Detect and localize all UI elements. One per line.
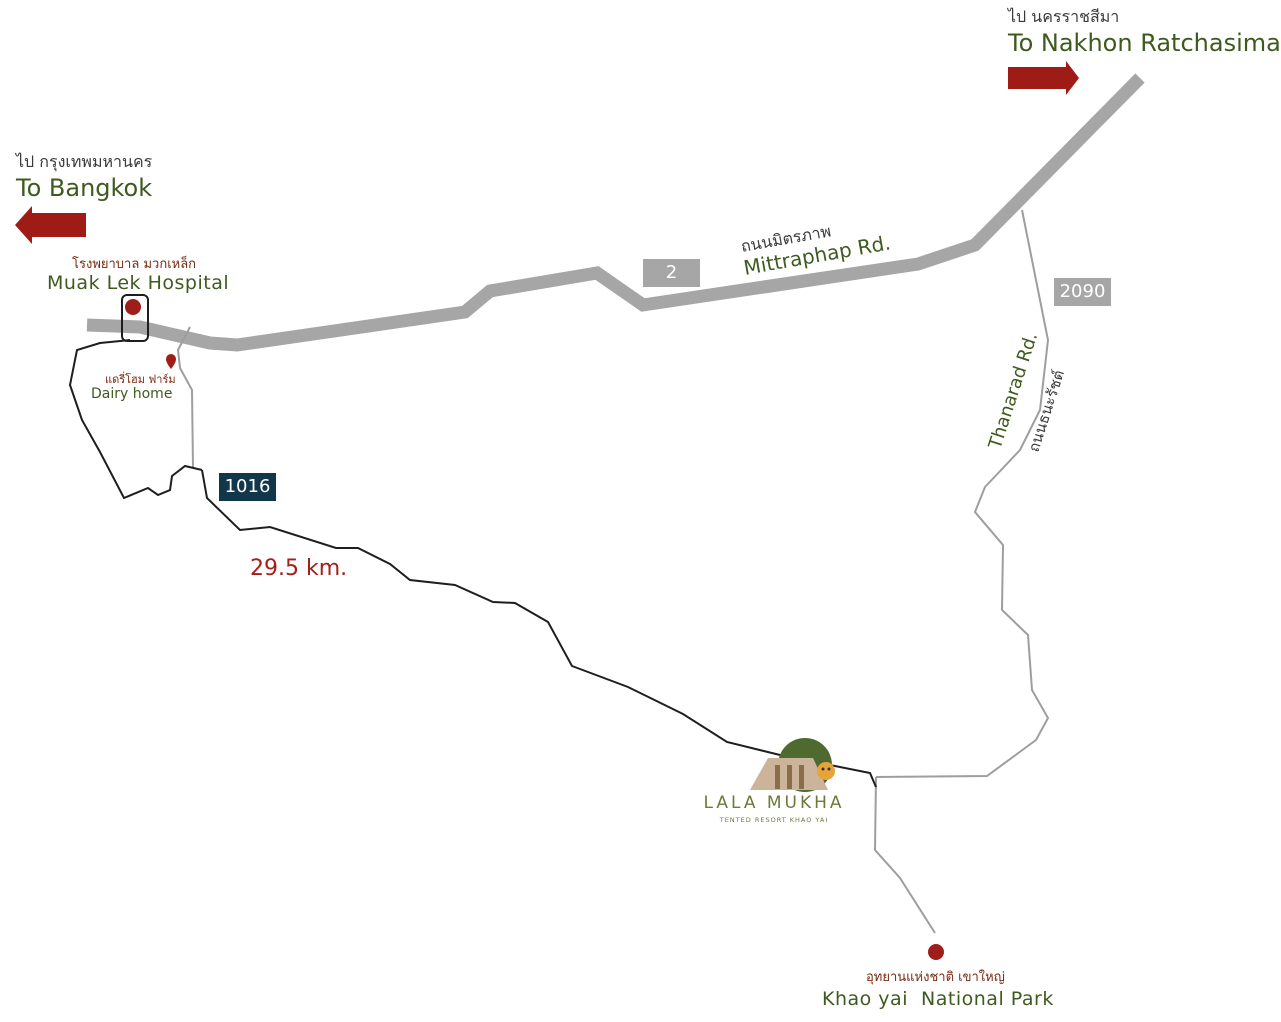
dairy-english-label: Dairy home — [91, 386, 173, 402]
dairy-pin — [166, 354, 176, 369]
route-2-badge: 2 — [643, 259, 700, 287]
hospital-marker — [125, 299, 141, 315]
route-1016-loop — [68, 339, 203, 500]
arrow-to-nakhon — [1008, 61, 1079, 95]
road-to-national-park — [873, 776, 936, 934]
road-dairy-connector — [176, 326, 194, 469]
resort-logo: LALA MUKHA TENTED RESORT KHAO YAI — [703, 738, 844, 824]
route-2090-badge: 2090 — [1054, 278, 1111, 306]
highway-mittraphap — [86, 73, 1145, 352]
park-english-label: Khao yai National Park — [822, 988, 1054, 1010]
tiger-eye-icon-2 — [827, 767, 831, 771]
tiger-icon — [817, 762, 835, 780]
route-1016-line — [201, 469, 877, 788]
resort-name: LALA MUKHA — [703, 793, 844, 813]
park-marker — [928, 944, 944, 960]
bangkok-english-label: To Bangkok — [16, 174, 153, 202]
arrow-to-bangkok — [15, 206, 86, 244]
tiger-eye-icon — [821, 767, 825, 771]
tent-door-3 — [799, 765, 804, 789]
hospital-english-label: Muak Lek Hospital — [47, 272, 230, 294]
tent-door-2 — [787, 765, 792, 789]
road-thanarad — [875, 209, 1050, 778]
hospital-outline — [121, 294, 149, 342]
hospital-thai-label: โรงพยาบาล มวกเหล็ก — [72, 257, 197, 272]
distance-label: 29.5 km. — [250, 556, 348, 581]
route-1016-badge: 1016 — [219, 473, 276, 501]
resort-tagline: TENTED RESORT KHAO YAI — [719, 816, 829, 824]
bangkok-thai-label: ไป กรุงเทพมหานคร — [16, 152, 153, 171]
thanarad-thai-label: ถนนธนะรัชต์ — [1025, 368, 1068, 454]
park-thai-label: อุทยานแห่งชาติ เขาใหญ่ — [866, 970, 1005, 985]
nakhon-english-label: To Nakhon Ratchasima — [1008, 29, 1281, 57]
nakhon-thai-label: ไป นครราชสีมา — [1008, 7, 1120, 26]
tent-door — [775, 765, 780, 789]
dairy-thai-label: แดรี่โฮม ฟาร์ม — [105, 373, 176, 386]
